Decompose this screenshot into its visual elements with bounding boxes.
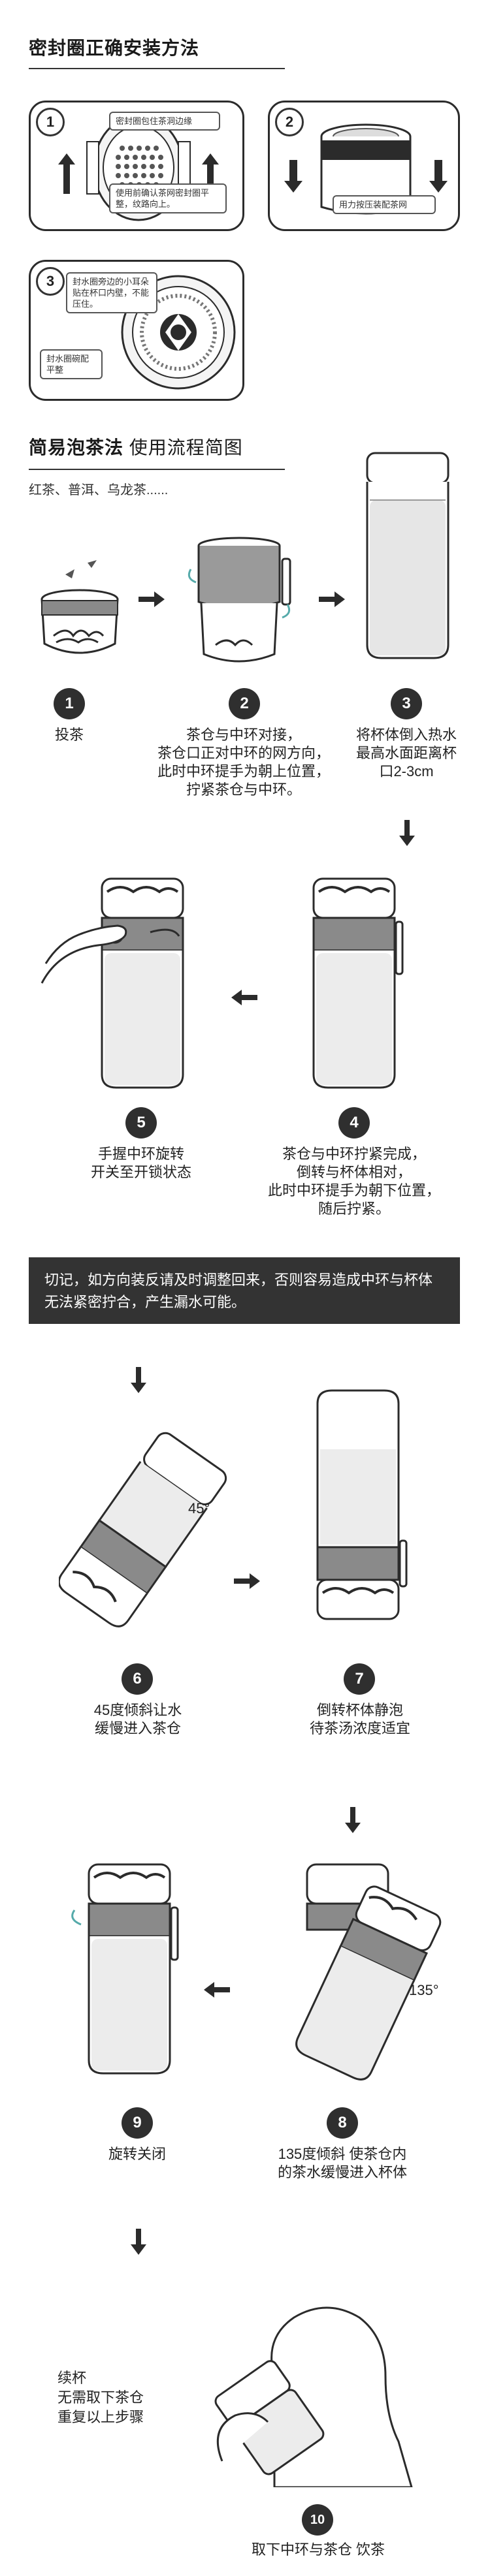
step-text-3: 将杯体倒入热水 最高水面距离杯 口2-3cm — [355, 727, 457, 779]
step-text-9: 旋转关闭 — [108, 2146, 166, 2162]
step-text-5: 手握中环旋转 开关至开锁状态 — [90, 1146, 191, 1180]
arrow-left-1 — [231, 990, 257, 1005]
step3-illustration — [366, 452, 449, 659]
panel-number-1: 1 — [36, 108, 65, 136]
step4-illustration — [312, 877, 404, 1089]
arrow-down-4 — [131, 2229, 146, 2255]
step-badge-6: 6 — [122, 1663, 153, 1695]
step-badge-1: 1 — [54, 688, 85, 719]
step-badge-10: 10 — [302, 2504, 333, 2536]
section-title-brewing: 简易泡茶法 使用流程简图 — [29, 433, 243, 460]
step-text-1: 投茶 — [54, 727, 84, 743]
angle-45: 45° — [188, 1500, 210, 1516]
section-title-seal: 密封圈正确安装方法 — [29, 38, 200, 58]
step-text-7: 倒转杯体静泡 待茶汤浓度适宜 — [309, 1702, 410, 1736]
refill-note: 续杯 无需取下茶仓 重复以上步骤 — [57, 2370, 144, 2425]
step-badge-4: 4 — [338, 1107, 370, 1139]
step7-illustration — [316, 1389, 408, 1620]
tag-ring-flat: 封水圈碗配平整 — [40, 349, 103, 379]
arrow-down-3 — [345, 1807, 361, 1833]
seal-panel-3: 3 封水圈旁边的小耳朵贴在杯口内壁，不能压住。 封水圈碗配平整 — [29, 260, 244, 401]
step-badge-9: 9 — [122, 2107, 153, 2139]
panel-number-2: 2 — [275, 108, 304, 136]
step9-illustration — [71, 1863, 179, 2075]
arrow-down-2 — [131, 1367, 146, 1393]
title-underline-2 — [29, 469, 285, 470]
tea-types: 红茶、普洱、乌龙茶...... — [29, 483, 169, 497]
arrow-right-3 — [234, 1573, 260, 1589]
step2-illustration — [188, 537, 291, 663]
tag-ear-inner-wall: 封水圈旁边的小耳朵贴在杯口内壁，不能压住。 — [66, 272, 157, 313]
step5-illustration — [41, 877, 184, 1089]
warning-banner: 切记，如方向装反请及时调整回来，否则容易造成中环与杯体无法紧密拧合，产生漏水可能… — [29, 1257, 460, 1324]
brewing-subtitle: 使用流程简图 — [129, 437, 243, 458]
angle-135: 135° — [409, 1982, 439, 1998]
title-underline — [29, 68, 285, 69]
brewing-title: 简易泡茶法 — [29, 437, 124, 458]
step8-illustration — [295, 1863, 442, 2081]
step10-illustration — [214, 2306, 413, 2487]
tag-press-filter: 用力按压装配茶网 — [333, 195, 436, 214]
step-text-6: 45度倾斜让水 缓慢进入茶仓 — [93, 1702, 182, 1736]
step-badge-5: 5 — [125, 1107, 157, 1139]
step6-illustration — [59, 1432, 227, 1627]
step-text-2: 茶仓与中环对接， 茶仓口正对中环的网方向， 此时中环提手为朝上位置， 拧紧茶仓与… — [157, 727, 330, 798]
tag-seal-edge: 密封圈包住茶洞边缘 — [109, 112, 220, 131]
step-text-4: 茶仓与中环拧紧完成， 倒转与杯体相对， 此时中环提手为朝下位置， 随后拧紧。 — [267, 1146, 440, 1217]
step-badge-3: 3 — [391, 688, 422, 719]
arrow-down-1 — [399, 820, 415, 846]
press-filter-illustration — [284, 123, 448, 215]
step-text-8: 135度倾斜 使茶仓内 的茶水缓慢进入杯体 — [277, 2146, 407, 2180]
step-badge-7: 7 — [344, 1663, 375, 1695]
arrow-left-2 — [204, 1982, 230, 1998]
seal-panel-1: 1 密封圈包住茶洞边缘 使用前确认茶网密封圈平整，纹路向上。 — [29, 101, 244, 231]
step-badge-2: 2 — [229, 688, 260, 719]
arrow-right-2 — [319, 591, 345, 607]
tag-seal-flat: 使用前确认茶网密封圈平整，纹路向上。 — [109, 183, 227, 213]
step1-illustration — [41, 560, 119, 654]
step-text-10: 取下中环与茶仓 饮茶 — [251, 2541, 385, 2558]
panel-number-3: 3 — [36, 267, 65, 296]
step-badge-8: 8 — [327, 2107, 358, 2139]
seal-panel-2: 2 用力按压装配茶网 — [268, 101, 460, 231]
arrow-right-1 — [139, 591, 165, 607]
